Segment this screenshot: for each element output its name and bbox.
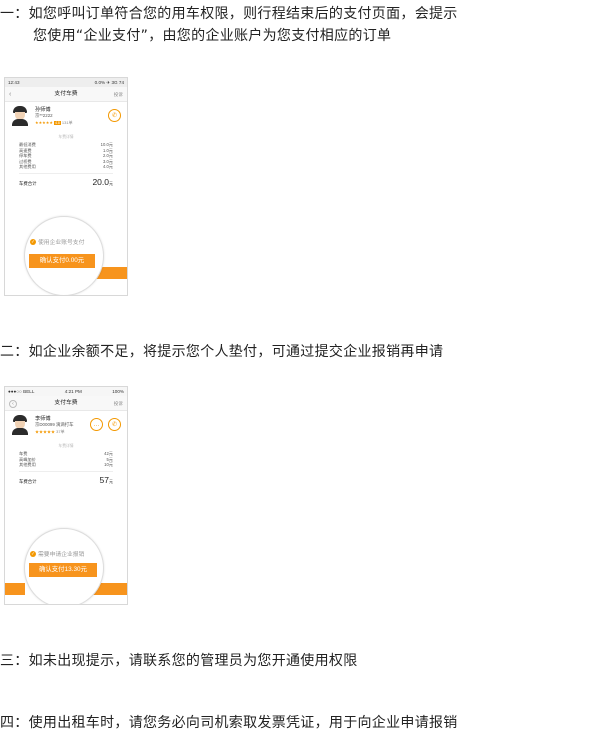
driver-rating: ★★★★★ 37单 (35, 429, 65, 435)
status-bar: ●●●○○ BELL 4:21 PM 100% (5, 387, 127, 396)
status-indicators: 0.0% ✈ 3G 74 (94, 80, 124, 85)
total-label: 车费合计 (19, 478, 37, 484)
rating-badge: 4.8 (54, 121, 61, 125)
order-count: 131单 (61, 120, 73, 125)
order-count: 37单 (56, 429, 65, 434)
fee-details-label: 车费详情 (58, 444, 74, 448)
pay-bar[interactable] (93, 583, 127, 595)
complaint-link[interactable]: 投诉 (113, 92, 123, 97)
step-text: 使用出租车时，请您务必向司机索取发票凭证，用于向企业申请报销 (28, 715, 458, 731)
driver-name: 李师傅 (35, 416, 51, 422)
page-title: 支付车费 (54, 400, 78, 406)
status-bar: 12:43 0.0% ✈ 3G 74 (5, 78, 127, 87)
reimbursement-option[interactable]: ✓需要申请企业报销 (30, 551, 85, 558)
status-time: 12:43 (8, 80, 20, 85)
step-one-line2: 您使用“企业支付”，由您的企业账户为您支付相应的订单 (33, 28, 392, 44)
phone-screenshot-personal-pay: ●●●○○ BELL 4:21 PM 100% ‹ 支付车费 投诉 李师傅 京D… (4, 386, 128, 605)
phone-icon[interactable]: ✆ (108, 109, 121, 122)
star-icon: ★★★★★ (35, 429, 55, 434)
step-number: 二： (0, 344, 29, 360)
license-plate: 京**2222 (35, 113, 53, 118)
page-title: 支付车费 (54, 91, 78, 97)
step-text: 如企业余额不足，将提示您个人垫付，可通过提交企业报销再申请 (28, 344, 444, 360)
back-icon[interactable]: ‹ (9, 91, 12, 98)
step-three: 三：如未出现提示，请联系您的管理员为您开通使用权限 (0, 650, 358, 672)
step-number: 一： (0, 6, 29, 22)
total-value: 20.0元 (92, 176, 113, 187)
company-pay-option[interactable]: ✓使用企业账号支付 (30, 239, 85, 246)
step-text: 如您呼叫订单符合您的用车权限，则行程结束后的支付页面，会提示 (28, 6, 458, 22)
pay-bar[interactable] (5, 583, 25, 595)
back-icon[interactable]: ‹ (9, 400, 17, 408)
driver-avatar (11, 106, 29, 126)
fee-total: 车费合计 57元 (19, 470, 113, 485)
magnifier-callout: ✓需要申请企业报销 确认支付13.30元 (24, 528, 104, 604)
step-two: 二：如企业余额不足，将提示您个人垫付，可通过提交企业报销再申请 (0, 341, 443, 363)
driver-name: 孙师傅 (35, 107, 51, 113)
phone-icon[interactable]: ✆ (108, 418, 121, 431)
driver-card: 李师傅 京D00099 滴滴打车 ★★★★★ 37单 … ✆ (5, 411, 127, 441)
step-four: 四：使用出租车时，请您务必向司机索取发票凭证，用于向企业申请报销 (0, 712, 458, 734)
phone-screenshot-company-pay: 12:43 0.0% ✈ 3G 74 ‹ 支付车费 投诉 孙师傅 京**2222… (4, 77, 128, 296)
complaint-link[interactable]: 投诉 (113, 401, 123, 406)
total-label: 车费合计 (19, 180, 37, 186)
status-battery: 100% (112, 389, 124, 394)
check-icon: ✓ (30, 551, 36, 558)
step-text: 如未出现提示，请联系您的管理员为您开通使用权限 (28, 653, 358, 669)
license-plate: 京D00099 滴滴打车 (35, 422, 74, 427)
fee-details-label: 车费详情 (58, 135, 74, 139)
status-time: 4:21 PM (64, 389, 82, 394)
step-number: 四： (0, 715, 29, 731)
check-icon: ✓ (30, 239, 36, 246)
driver-card: 孙师傅 京**2222 ★★★★★ 4.8 131单 ✆ (5, 102, 127, 132)
driver-avatar (11, 415, 29, 435)
step-one: 一：如您呼叫订单符合您的用车权限，则行程结束后的支付页面，会提示 (0, 3, 458, 25)
confirm-pay-button[interactable]: 确认支付13.30元 (29, 563, 97, 577)
driver-rating: ★★★★★ 4.8 131单 (35, 120, 73, 126)
star-icon: ★★★★★ (35, 120, 53, 125)
chat-icon[interactable]: … (90, 418, 103, 431)
magnifier-callout: ✓使用企业账号支付 确认支付0.00元 (24, 216, 104, 295)
status-carrier: ●●●○○ BELL (8, 389, 35, 394)
pay-bar[interactable] (93, 267, 127, 279)
step-number: 三： (0, 653, 29, 669)
nav-bar: ‹ 支付车费 投诉 (5, 396, 127, 411)
fee-total: 车费合计 20.0元 (19, 172, 113, 187)
nav-bar: ‹ 支付车费 投诉 (5, 87, 127, 102)
total-value: 57元 (99, 474, 113, 485)
confirm-pay-button[interactable]: 确认支付0.00元 (29, 254, 95, 268)
